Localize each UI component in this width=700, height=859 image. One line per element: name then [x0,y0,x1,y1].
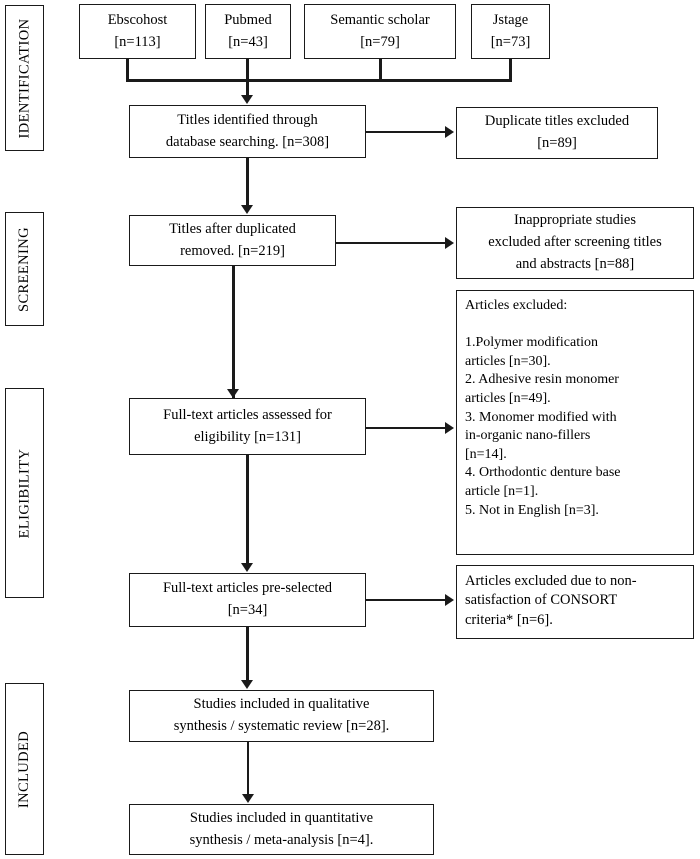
connector-sources-manifold [126,79,512,82]
stage-label-identification: IDENTIFICATION [5,5,44,151]
connector-preselected-to-qualitative [246,627,249,682]
arrow-down-to-fulltext-preselected [241,563,253,572]
stage-label-identification-text: IDENTIFICATION [16,18,33,138]
arrow-down-to-qualitative-included [241,680,253,689]
connector-fulltext-to-preselected [246,455,249,565]
connector-pubmed-down [246,59,249,81]
node-duplicate-titles-excluded: Duplicate titles excluded [n=89] [456,107,658,159]
stage-label-screening-text: SCREENING [16,226,32,312]
arrow-right-to-duplicates-excluded [445,126,454,138]
connector-titles-to-duplicates [366,131,447,133]
source-box-jstage: Jstage [n=73] [471,4,550,59]
node-titles-identified: Titles identified through database searc… [129,105,366,158]
node-articles-excluded-list: Articles excluded: 1.Polymer modificatio… [456,290,694,555]
connector-after-duplicates-to-fulltext [232,266,235,398]
stage-label-eligibility: ELIGIBILITY [5,388,44,598]
connector-jstage-down [509,59,512,81]
node-fulltext-articles-assessed: Full-text articles assessed for eligibil… [129,398,366,455]
stage-label-included: INCLUDED [5,683,44,855]
arrow-down-to-titles-after-duplicates [241,205,253,214]
connector-preselected-to-consort [366,599,447,601]
node-inappropriate-studies-excluded: Inappropriate studies excluded after scr… [456,207,694,279]
stage-label-eligibility-text: ELIGIBILITY [16,448,33,538]
node-fulltext-articles-preselected: Full-text articles pre-selected [n=34] [129,573,366,627]
arrow-right-to-articles-excluded-list [445,422,454,434]
node-titles-after-duplicates-removed: Titles after duplicated removed. [n=219] [129,215,336,266]
connector-semantic-scholar-down [379,59,382,81]
source-box-semantic-scholar: Semantic scholar [n=79] [304,4,456,59]
node-studies-included-quantitative: Studies included in quantitative synthes… [129,804,434,855]
arrow-right-to-inappropriate-excluded [445,237,454,249]
source-box-pubmed: Pubmed [n=43] [205,4,291,59]
source-box-ebscohost: Ebscohost [n=113] [79,4,196,59]
connector-after-duplicates-to-inappropriate [336,242,447,244]
node-consort-excluded: Articles excluded due to non- satisfacti… [456,565,694,639]
connector-ebscohost-down [126,59,129,81]
connector-manifold-to-titles [246,79,249,97]
arrow-down-to-quantitative-included [242,794,254,803]
arrow-down-to-titles-identified [241,95,253,104]
connector-titles-to-after-duplicates [246,158,249,207]
stage-label-screening: SCREENING [5,212,44,326]
connector-fulltext-to-articles-excluded [366,427,447,429]
stage-label-included-text: INCLUDED [16,730,32,808]
node-studies-included-qualitative: Studies included in qualitative synthesi… [129,690,434,742]
arrow-down-to-fulltext-assessed [227,389,239,398]
arrow-right-to-consort-excluded [445,594,454,606]
connector-qualitative-to-quantitative [247,742,249,797]
